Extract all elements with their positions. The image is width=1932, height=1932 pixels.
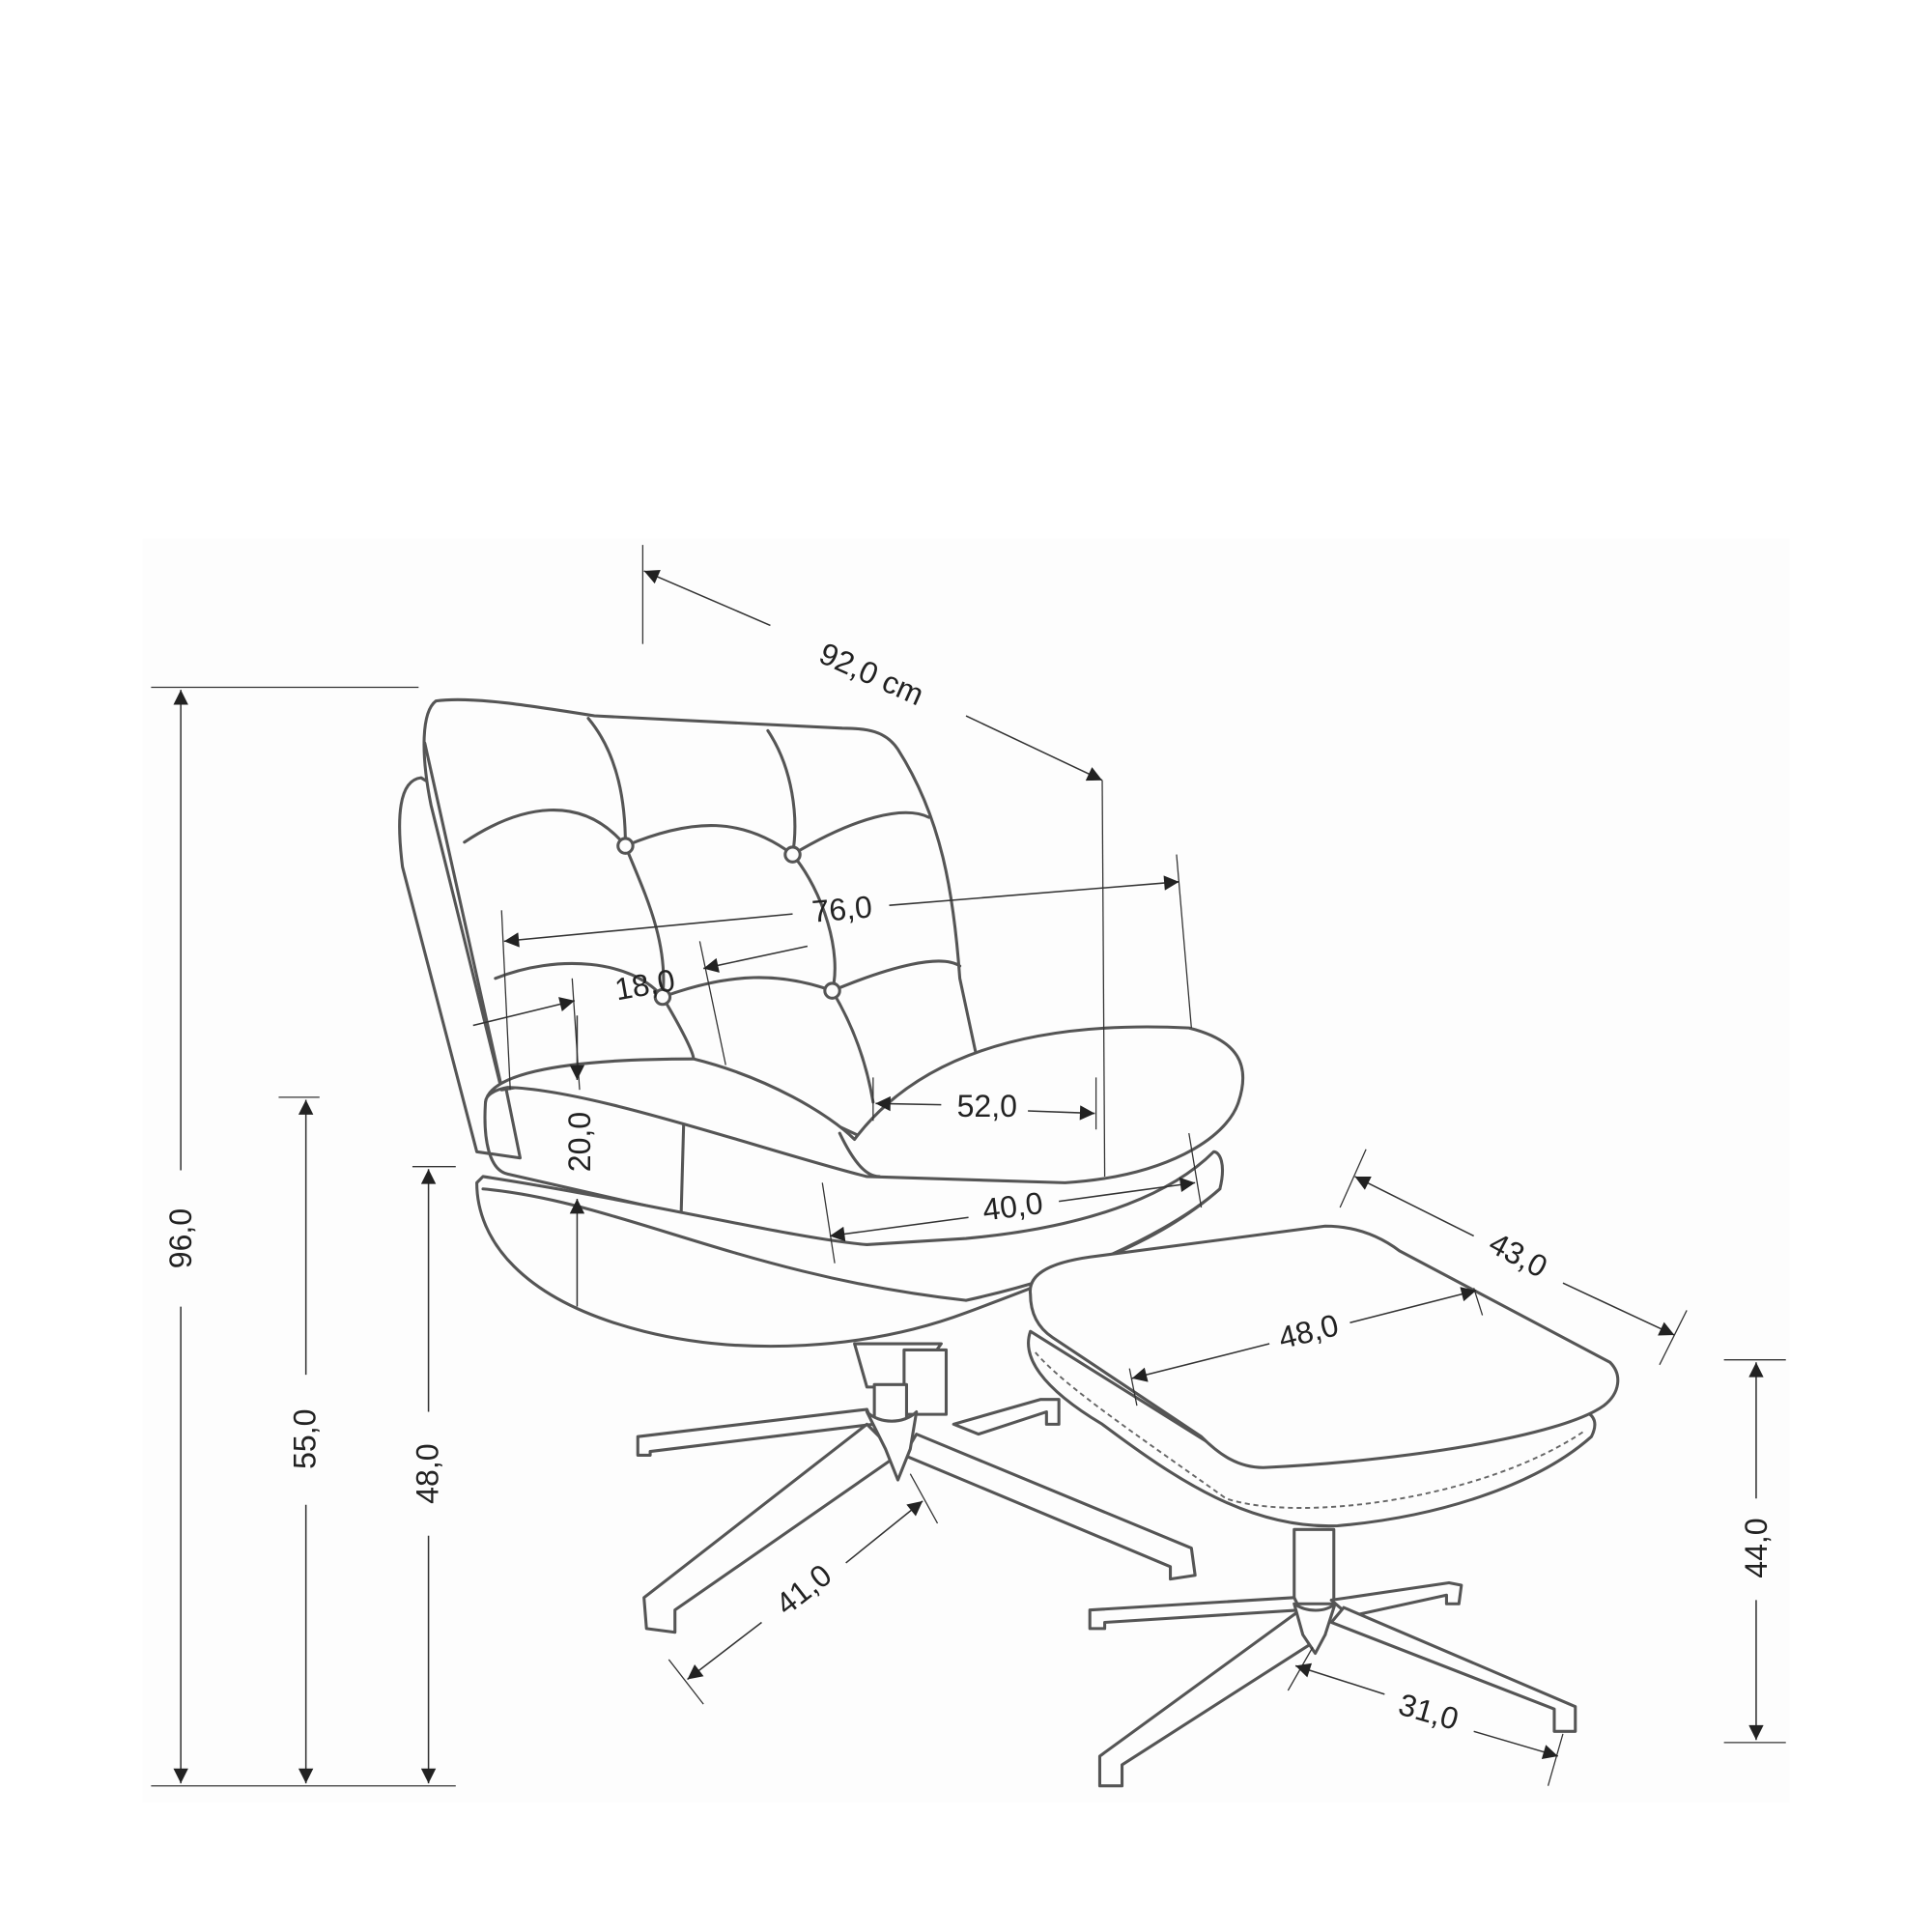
footstool-base-cushion xyxy=(1027,1329,1597,1528)
label-armrest-height: 55,0 xyxy=(287,1409,322,1469)
footstool-column xyxy=(1293,1527,1336,1605)
footstool-base xyxy=(1088,1580,1577,1788)
label-width-total: 76,0 xyxy=(810,889,873,928)
chair-back-shell xyxy=(398,776,522,1160)
label-height-total: 96,0 xyxy=(163,1208,198,1268)
label-seat-depth: 40,0 xyxy=(980,1185,1044,1227)
chair-base xyxy=(636,1398,1197,1634)
label-seat-height: 48,0 xyxy=(410,1443,444,1503)
chair-seat xyxy=(484,1025,1245,1184)
dimension-lines xyxy=(151,545,1786,1787)
footstool-cushion xyxy=(1029,1224,1620,1469)
label-stool-height: 44,0 xyxy=(1739,1518,1774,1577)
footstool xyxy=(1027,1224,1620,1788)
chair xyxy=(398,697,1245,1634)
label-armrest-to-seat: 20,0 xyxy=(562,1112,597,1172)
label-seat-width: 52,0 xyxy=(957,1089,1017,1123)
